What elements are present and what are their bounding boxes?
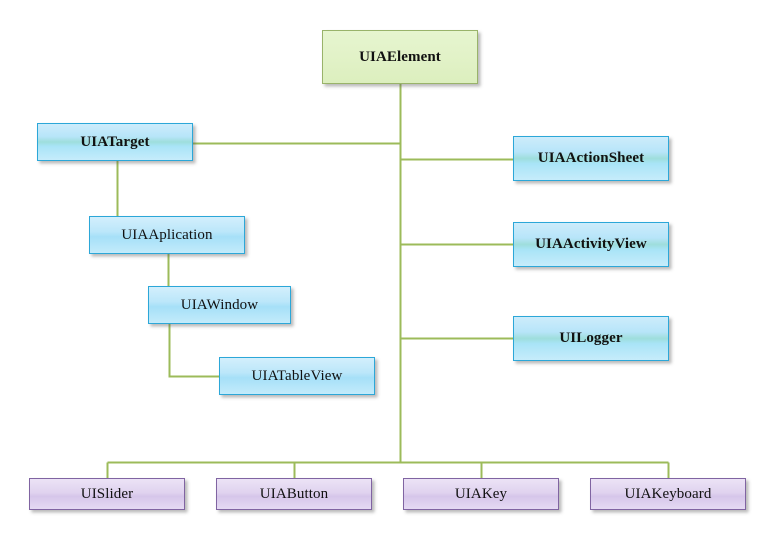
node-uiabutton-label: UIAButton: [259, 485, 329, 502]
node-uiatableview[interactable]: UIATableView: [219, 357, 375, 395]
node-uilogger[interactable]: UILogger: [513, 316, 669, 361]
node-uiakey-label: UIAKey: [454, 485, 508, 502]
node-uiawindow[interactable]: UIAWindow: [148, 286, 291, 324]
node-uiakeyboard-label: UIAKeyboard: [624, 485, 712, 502]
node-uiaactionsheet[interactable]: UIAActionSheet: [513, 136, 669, 181]
node-uiakeyboard[interactable]: UIAKeyboard: [590, 478, 746, 510]
node-uiaelement-label: UIAElement: [359, 48, 441, 65]
node-uiatarget[interactable]: UIATarget: [37, 123, 193, 161]
node-uiaelement[interactable]: UIAElement: [322, 30, 478, 84]
node-uiaaplication-label: UIAAplication: [121, 226, 213, 243]
node-uilogger-label: UILogger: [559, 330, 623, 347]
node-uiabutton[interactable]: UIAButton: [216, 478, 372, 510]
node-uiatableview-label: UIATableView: [251, 367, 343, 384]
node-uislider[interactable]: UISlider: [29, 478, 185, 510]
node-uislider-label: UISlider: [80, 485, 134, 502]
node-uiakey[interactable]: UIAKey: [403, 478, 559, 510]
node-uiatarget-label: UIATarget: [80, 133, 150, 150]
node-uiaaplication[interactable]: UIAAplication: [89, 216, 245, 254]
edge-uiawindow-to-uiatableview: [168, 324, 219, 378]
node-uiaactivityview-label: UIAActivityView: [535, 236, 647, 253]
node-uiawindow-label: UIAWindow: [180, 296, 259, 313]
node-uiaactionsheet-label: UIAActionSheet: [537, 150, 645, 167]
node-uiaactivityview[interactable]: UIAActivityView: [513, 222, 669, 267]
